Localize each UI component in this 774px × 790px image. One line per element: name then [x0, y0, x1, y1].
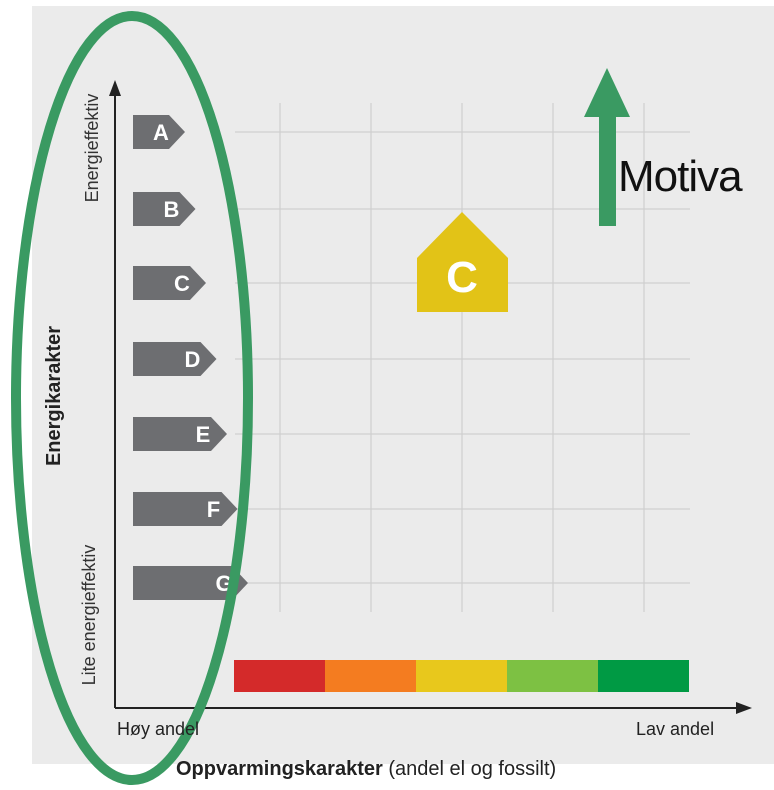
y-axis-top-label: Energieffektiv	[82, 93, 102, 203]
grade-tag-a	[133, 115, 185, 149]
x-axis-title-bold: Oppvarmingskarakter	[176, 758, 383, 780]
motivation-arrow	[584, 68, 630, 226]
grade-tag-letter: D	[185, 347, 201, 372]
highlight-ellipse	[11, 11, 253, 785]
grade-tag-b	[133, 192, 196, 226]
motivation-text: Motiva	[618, 152, 743, 201]
grade-tag-c	[133, 266, 206, 300]
grade-tag-letter: E	[196, 422, 211, 447]
grade-tag-letter: A	[153, 120, 169, 145]
arrow-head	[584, 68, 630, 117]
y-axis-arrowhead	[109, 80, 121, 96]
heating-scale-segment	[325, 660, 416, 692]
x-axis-arrowhead	[736, 702, 752, 714]
grade-tag-letter: C	[174, 271, 190, 296]
grade-tag-d	[133, 342, 217, 376]
grade-tag-f	[133, 492, 238, 526]
house-shape	[417, 212, 508, 312]
grade-tag-g	[133, 566, 248, 600]
arrow-shaft	[599, 115, 616, 226]
y-axis-bottom-label: Lite energieffektiv	[79, 544, 99, 686]
highlight-house-marker: C	[417, 212, 508, 312]
heating-scale-segment	[507, 660, 598, 692]
x-axis-title: Oppvarmingskarakter (andel el og fossilt…	[176, 758, 556, 781]
house-letter: C	[446, 253, 478, 302]
x-axis-left-label: Høy andel	[117, 719, 200, 739]
heating-scale-segment	[598, 660, 689, 692]
grade-tag-letter: F	[207, 497, 220, 522]
x-axis-right-label: Lav andel	[636, 719, 715, 739]
heating-scale-segment	[234, 660, 325, 692]
axes	[114, 92, 740, 709]
grade-tag-e	[133, 417, 227, 451]
x-axis-title-rest: (andel el og fossilt)	[382, 758, 557, 780]
heating-scale-segment	[416, 660, 507, 692]
y-axis-title: Energikarakter	[43, 325, 65, 467]
grade-tag-letter: B	[164, 197, 180, 222]
heating-scale-bar	[234, 660, 689, 692]
